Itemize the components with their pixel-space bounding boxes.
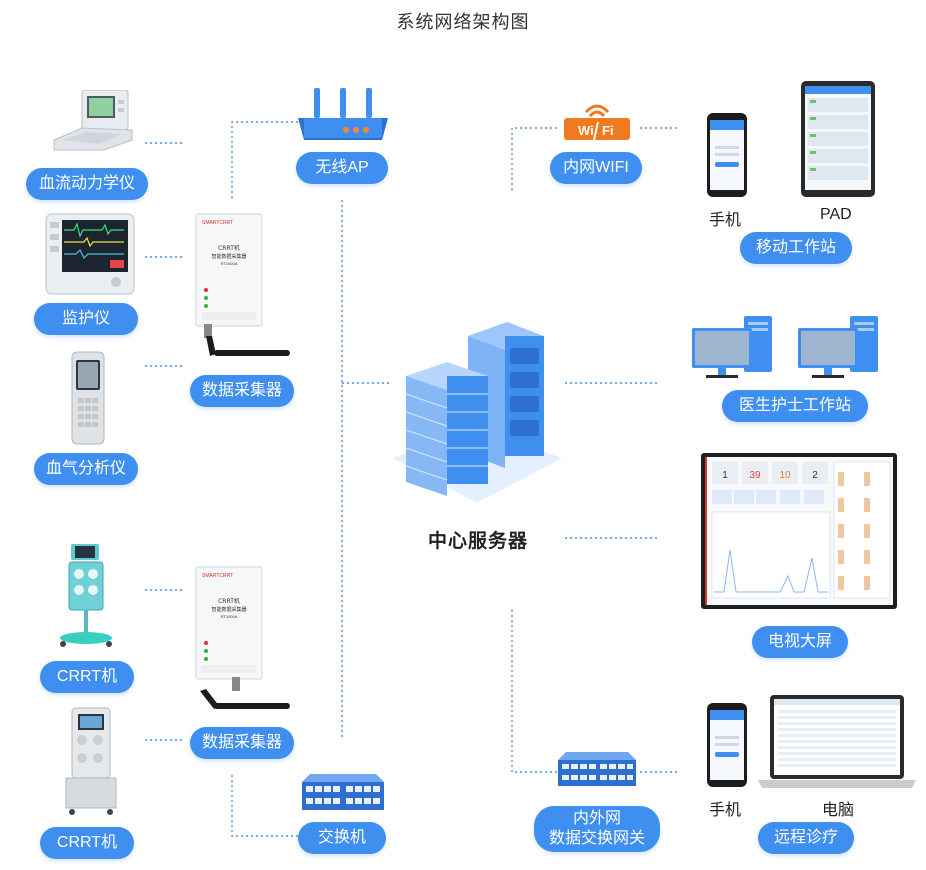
pad-label: PAD bbox=[820, 206, 852, 223]
phone-2-label: 手机 bbox=[709, 802, 742, 819]
crrt-2-label: CRRT机 bbox=[40, 827, 134, 859]
mobile-station-label: 移动工作站 bbox=[740, 232, 852, 264]
monitor-label: 监护仪 bbox=[34, 303, 138, 335]
svg-text:1: 1 bbox=[722, 470, 728, 481]
gateway-label-line2: 数据交换网关 bbox=[548, 830, 645, 847]
blood-gas-analyzer-image bbox=[70, 350, 106, 446]
wireless-ap-label: 无线AP bbox=[296, 152, 388, 184]
pc-label: 电脑 bbox=[822, 802, 855, 819]
svg-text:智能数据采集器: 智能数据采集器 bbox=[211, 253, 246, 260]
svg-text:CRRT机: CRRT机 bbox=[218, 597, 240, 605]
svg-text:39: 39 bbox=[749, 470, 761, 481]
central-server-image bbox=[392, 318, 562, 508]
gateway-image bbox=[556, 750, 638, 788]
crrt-1-label: CRRT机 bbox=[40, 661, 134, 693]
gateway-label-line1: 内外网 bbox=[572, 810, 621, 827]
svg-text:10: 10 bbox=[779, 470, 791, 481]
svg-text:SMARTCRRT: SMARTCRRT bbox=[202, 573, 233, 579]
svg-text:SMARTCRRT: SMARTCRRT bbox=[202, 220, 233, 226]
tv-screen-image: 1 39 10 2 bbox=[700, 452, 898, 612]
tv-screen-label: 电视大屏 bbox=[752, 626, 848, 658]
laptop-image bbox=[756, 694, 918, 790]
phone-1-label: 手机 bbox=[709, 212, 742, 229]
svg-text:RT1000A: RT1000A bbox=[221, 614, 238, 619]
hemodynamic-label: 血流动力学仪 bbox=[26, 168, 148, 200]
gateway-label: 内外网 数据交换网关 bbox=[534, 806, 660, 852]
svg-text:2: 2 bbox=[812, 470, 818, 481]
phone-1-image bbox=[706, 112, 748, 198]
intranet-wifi-label: 内网WIFI bbox=[550, 152, 642, 184]
collector-2-label: 数据采集器 bbox=[190, 727, 294, 759]
svg-text:Wi: Wi bbox=[578, 123, 594, 138]
svg-text:智能数据采集器: 智能数据采集器 bbox=[211, 606, 246, 613]
server-label: 中心服务器 bbox=[428, 531, 529, 552]
phone-2-image bbox=[706, 702, 748, 788]
svg-text:Fi: Fi bbox=[602, 123, 614, 138]
switch-label: 交换机 bbox=[298, 822, 386, 854]
svg-text:RT1000A: RT1000A bbox=[221, 261, 238, 266]
data-collector-1-image: SMARTCRRT CRRT机 智能数据采集器 RT1000A bbox=[192, 212, 296, 362]
workstation-2-image bbox=[796, 316, 884, 380]
remote-diagnosis-label: 远程诊疗 bbox=[758, 822, 854, 854]
wifi-logo-image: Wi Fi bbox=[562, 98, 632, 144]
crrt-machine-1-image bbox=[55, 542, 121, 652]
wireless-ap-image bbox=[296, 86, 390, 142]
svg-text:CRRT机: CRRT机 bbox=[218, 244, 240, 252]
data-collector-2-image: SMARTCRRT CRRT机 智能数据采集器 RT1000A bbox=[192, 565, 296, 715]
pad-image bbox=[800, 80, 876, 198]
crrt-machine-2-image bbox=[58, 706, 124, 818]
doctor-station-label: 医生护士工作站 bbox=[722, 390, 868, 422]
page-title: 系统网络架构图 bbox=[396, 12, 530, 32]
workstation-1-image bbox=[690, 316, 778, 380]
switch-image bbox=[300, 772, 386, 812]
blood-gas-label: 血气分析仪 bbox=[34, 453, 138, 485]
hemodynamic-device-image bbox=[52, 89, 136, 152]
collector-1-label: 数据采集器 bbox=[190, 375, 294, 407]
patient-monitor-image bbox=[44, 212, 136, 298]
